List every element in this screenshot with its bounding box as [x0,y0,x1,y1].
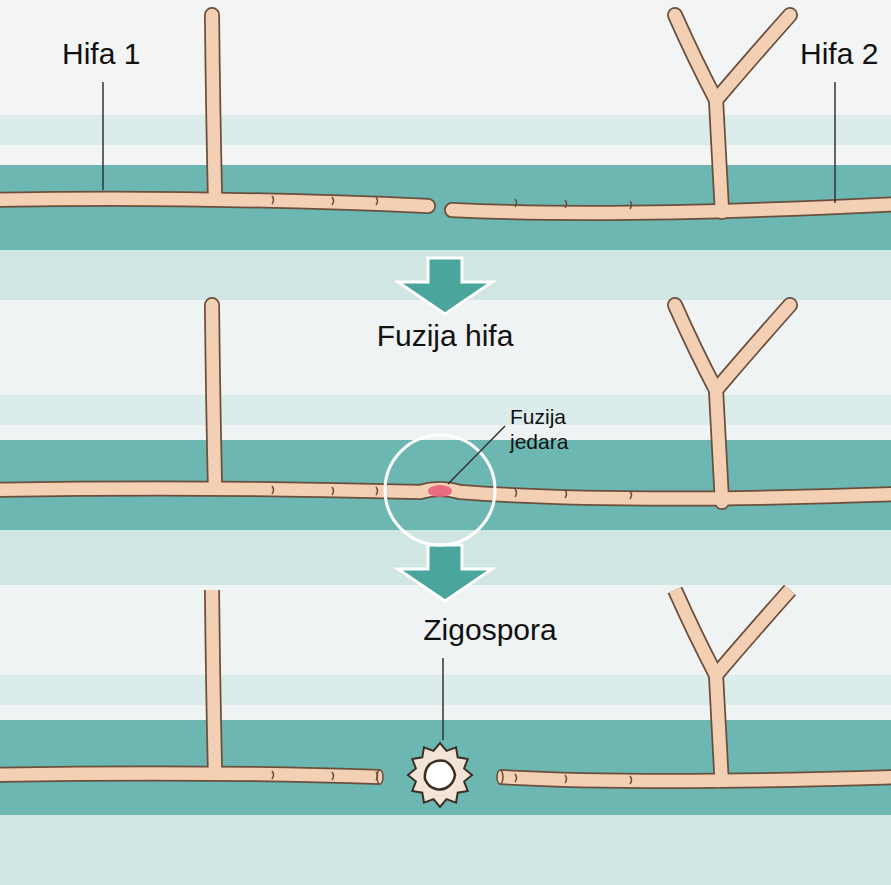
hypha-label: Hifa 1 [62,36,140,72]
part-label: Fuzija jedara [510,404,588,454]
hypha-label: Hifa 2 [800,36,878,72]
part-label: Zigospora [423,612,556,648]
stage-label: Fuzija hifa [377,318,514,354]
